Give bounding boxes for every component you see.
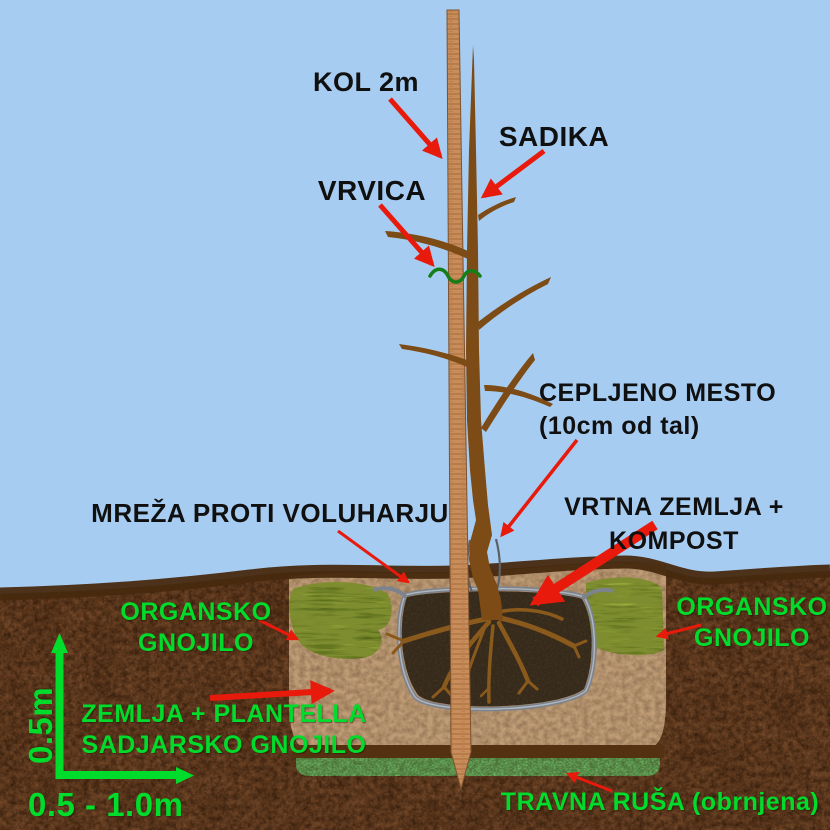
- net-arrow: [337, 529, 410, 584]
- turf-label: TRAVNA RUŠA (obrnjena): [500, 788, 820, 816]
- graft-label-line2: (10cm od tal): [539, 412, 700, 440]
- organic-fertilizer-label-left: ORGANSKO GNOJILO: [120, 597, 271, 659]
- string-arrow: [378, 203, 435, 268]
- sapling-arrow: [480, 149, 546, 199]
- graft-label-line1: CEPLJENO MESTO: [539, 379, 777, 407]
- dimension-arrow-up: [51, 633, 68, 653]
- garden-soil-arrow: [529, 520, 658, 607]
- stake: [446, 9, 472, 791]
- organic-right-line2: GNOJILO: [693, 624, 811, 652]
- width-dimension-label: 0.5 - 1.0m: [28, 786, 184, 823]
- soil-fertilizer-line1: ZEMLJA + PLANTELLA: [81, 700, 367, 728]
- depth-dimension-label: 0.5m: [22, 686, 59, 764]
- organic-fertilizer-label-right: ORGANSKO GNOJILO: [676, 592, 827, 654]
- turf-layer: [296, 758, 660, 776]
- string-label: VRVICA: [317, 175, 427, 206]
- organic-right-line1: ORGANSKO: [676, 593, 828, 621]
- soil-fertilizer-line2: SADJARSKO GNOJILO: [81, 731, 367, 759]
- organic-left-line2: GNOJILO: [137, 629, 255, 657]
- vole-net-label: MREŽA PROTI VOLUHARJU: [91, 498, 449, 528]
- sapling-label: SADIKA: [498, 121, 610, 152]
- soil-fertilizer-label: ZEMLJA + PLANTELLA SADJARSKO GNOJILO: [81, 699, 366, 761]
- organic-right-arrow: [655, 623, 702, 640]
- annotation-arrows: [209, 97, 702, 793]
- dimension-lines: [51, 633, 194, 784]
- dimension-arrow-right: [176, 767, 194, 784]
- tie-string: [428, 267, 482, 284]
- graft-arrow: [500, 438, 579, 538]
- garden-soil-label-line2: KOMPOST: [609, 527, 739, 555]
- organic-left-line1: ORGANSKO: [120, 598, 272, 626]
- pit-bottom-layer: [292, 745, 664, 758]
- stake-arrow: [388, 97, 443, 160]
- garden-soil-label-line1: VRTNA ZEMLJA +: [564, 493, 784, 521]
- turf-arrow: [565, 771, 613, 793]
- soil-fertilizer-arrow: [209, 680, 335, 705]
- garden-soil-label: VRTNA ZEMLJA + KOMPOST: [564, 490, 784, 558]
- stake-label: KOL 2m: [312, 67, 420, 97]
- graft-label: CEPLJENO MESTO (10cm od tal): [539, 377, 776, 443]
- organic-left-arrow: [258, 618, 300, 641]
